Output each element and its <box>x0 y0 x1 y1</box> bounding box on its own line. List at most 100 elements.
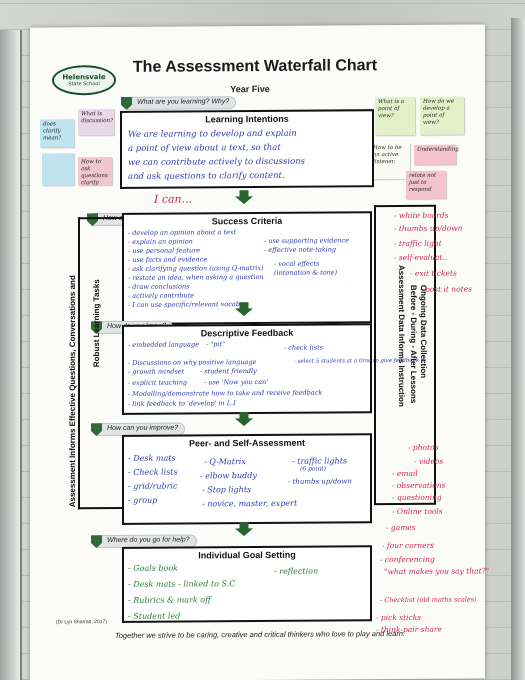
sticky-note-develop-view: How do we develop a point of view? <box>420 96 464 135</box>
li-line-1: We are learning to develop and explain <box>128 128 297 140</box>
right-label-2: Before - During - After Lessons <box>409 284 418 404</box>
right-label-3: Assessment Data Informs Instruction <box>397 264 406 407</box>
waterfall-poster: Helensvale State School The Assessment W… <box>30 24 489 680</box>
df-line-8: - student friendly <box>200 367 257 376</box>
left-flow-line <box>78 217 80 510</box>
psa-c3-3: - thumbs up/down <box>288 477 352 486</box>
sticky-note-clarify: does clarify mean? <box>40 119 74 148</box>
gs-reflection: - reflection <box>274 566 319 576</box>
red-note-16: "what makes you say that?" <box>384 566 490 577</box>
red-note-2: - thumbs up/down <box>394 223 463 234</box>
gs-line-2: - Desk mats - linked to S.C <box>128 579 236 589</box>
poster-title: The Assessment Waterfall Chart <box>132 57 378 76</box>
sc-right-4: (intonation & tone) <box>274 268 338 277</box>
df-line-12: - link feedback to 'develop' in L.I <box>128 399 236 408</box>
sticky-note-clarify-question: How to ask questions clarify <box>78 157 112 186</box>
df-line-7: - growth mindset <box>128 367 185 376</box>
red-note-14: - four corners <box>382 540 435 551</box>
pill-what-learning: What are you learning? Why? <box>122 96 237 110</box>
df-line-11: - Modelling/demonstrate how to take and … <box>128 388 323 398</box>
psa-c1-4: - group <box>128 495 158 505</box>
arrow-down-4 <box>235 522 253 536</box>
df-line-5: - positive language <box>194 358 257 367</box>
df-line-2: - "pit" <box>206 340 226 349</box>
sc-left-3: - use personal feature <box>128 246 201 255</box>
arrow-down-3 <box>235 412 253 426</box>
sc-left-7: - draw conclusions <box>128 282 190 291</box>
credit-line: (Dr Lyn Sharratt, 2017) <box>56 619 107 626</box>
red-note-10: - observations <box>392 480 446 491</box>
li-line-3: we can contribute actively to discussion… <box>128 156 306 168</box>
psa-c1-1: - Desk mats <box>128 453 176 463</box>
red-note-3: - traffic light <box>394 238 442 249</box>
sc-left-6: - restate an idea, when asking a questio… <box>128 272 264 282</box>
red-note-5: - exit tickets <box>410 268 457 278</box>
psa-c2-1: - Q-Matrix <box>204 457 246 467</box>
peer-self-title: Peer- and Self-Assessment <box>188 437 306 449</box>
psa-c1-3: - grid/rubric <box>128 481 178 491</box>
descriptive-feedback-box: Descriptive Feedback - embedded language… <box>122 323 426 415</box>
sc-right-2: - effective note-taking <box>264 245 337 254</box>
peer-self-assessment-box: Peer- and Self-Assessment - Desk mats - … <box>122 433 372 525</box>
school-name: Helensvale <box>62 73 106 82</box>
sc-left-2: - explain an opinion <box>128 237 193 246</box>
psa-c2-3: - Stop lights <box>202 485 252 495</box>
sc-left-1: - develop an opinion about a text <box>128 228 237 237</box>
psa-c1-2: - Check lists <box>128 467 178 477</box>
psa-c2-4: - novice, master, expert <box>202 498 298 509</box>
right-label-1: Ongoing Data Collection <box>419 284 428 379</box>
psa-c2-2: - elbow buddy <box>200 471 257 481</box>
df-line-10: - use 'Now you can' <box>204 377 269 387</box>
red-note-11: - questioning <box>392 492 442 503</box>
red-note-1: - white boards <box>394 210 449 221</box>
psa-c3-2: (6 point) <box>300 465 327 473</box>
success-criteria-title: Success Criteria <box>211 215 283 227</box>
sticky-note-active-listener: How to be an active listener. <box>370 142 410 180</box>
red-note-8: - videos <box>414 456 444 466</box>
red-note-17: - Checklist (old maths scales) <box>380 595 477 605</box>
sc-left-9: - I can use specific/relevant vocab <box>128 300 240 309</box>
arrow-down-1 <box>235 190 253 204</box>
red-note-9: - email <box>392 468 418 479</box>
poster-footer: Together we strive to be caring, creativ… <box>114 628 406 640</box>
school-logo: Helensvale State School <box>52 64 116 96</box>
gs-line-3: - Rubrics & mark off <box>128 595 211 605</box>
red-note-18: - pick sticks <box>376 612 422 623</box>
sc-left-8: - actively contribute <box>128 291 195 300</box>
sticky-note-blank <box>42 153 74 186</box>
li-line-4: and ask questions to clarify content. <box>128 170 285 182</box>
red-note-4: - self-evaluat.. <box>394 252 448 263</box>
df-line-3: - check lists <box>284 343 324 352</box>
sc-right-1: - use supporting evidence <box>264 236 349 245</box>
sticky-note-relate: relate not just to respond <box>406 170 446 199</box>
left-flow-top <box>78 216 122 220</box>
df-line-4: - Discussions on why <box>128 358 197 367</box>
df-line-9: - explicit teaching <box>128 378 188 387</box>
goal-setting-title: Individual Goal Setting <box>198 549 296 561</box>
red-note-7: - photos <box>408 442 439 452</box>
df-line-1: - embedded language <box>128 340 200 349</box>
i-can-note: I can... <box>154 192 193 206</box>
gs-line-4: - Student led <box>128 611 181 621</box>
learning-intentions-box: Learning Intentions We are learning to d… <box>120 109 374 189</box>
gs-line-1: - Goals book <box>128 563 179 573</box>
left-noticeboard-edge <box>0 30 22 680</box>
left-side-label-2: Robust Learning Tasks <box>92 279 101 368</box>
learning-intentions-title: Learning Intentions <box>205 113 289 125</box>
red-note-12: - Online tools <box>392 506 443 517</box>
right-noticeboard-edge <box>511 18 525 680</box>
sc-right-3: - vocal effects <box>274 259 320 268</box>
red-note-13: - games <box>386 522 416 533</box>
li-line-2: a point of view about a text, so that <box>128 142 281 154</box>
year-label: Year Five <box>230 83 270 95</box>
sticky-note-discussion: What is discussion? <box>78 109 114 136</box>
sc-left-4: - use facts and evidence <box>128 255 208 264</box>
red-note-15: - conferencing <box>380 554 435 565</box>
sc-left-5: - ask clarifying question (using Q-matri… <box>128 263 264 273</box>
sticky-note-understanding: Understanding <box>414 144 459 165</box>
red-note-6: - post it notes <box>420 284 472 294</box>
descriptive-feedback-title: Descriptive Feedback <box>200 327 294 339</box>
sticky-note-point-of-view: What is a point of view? <box>375 96 415 136</box>
school-sub: State School <box>68 81 100 88</box>
left-flow-bottom <box>78 506 122 510</box>
